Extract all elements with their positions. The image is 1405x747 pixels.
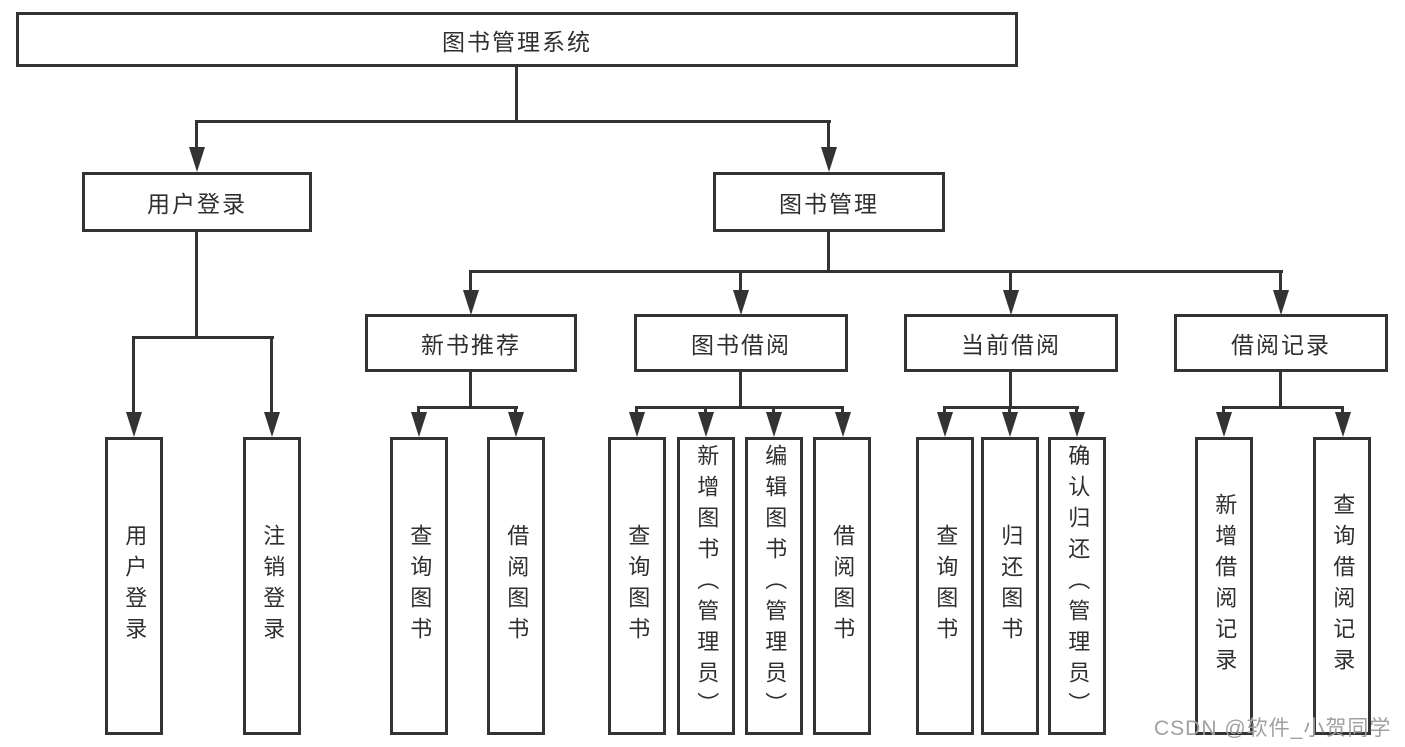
node-library-system: 图书管理系统 [16, 12, 1018, 67]
connector-to-book-mgmt-stub [827, 120, 830, 150]
connector-root-crossbar [195, 120, 831, 123]
node-book-borrow-label: 图书借阅 [691, 332, 791, 358]
connector-stub [514, 406, 517, 415]
node-user-login-label: 用户登录 [147, 191, 247, 217]
leaf-borrow-edit-admin-label: 编辑图书（管理员） [762, 444, 788, 723]
node-user-login: 用户登录 [82, 172, 312, 232]
connector-borrowrecords-stem [1279, 372, 1282, 409]
connector-bookborrow-stub [739, 270, 742, 292]
connector-newbooks-crossbar [417, 406, 518, 409]
connector-login-leaf2-stub [270, 336, 273, 413]
arrow-down-icon [1069, 412, 1085, 437]
connector-to-user-login-stub [195, 120, 198, 150]
connector-stub [1341, 406, 1344, 415]
node-new-book-recommend: 新书推荐 [365, 314, 577, 372]
connector-mgmt-stem [827, 232, 830, 270]
leaf-current-confirm-admin: 确认归还（管理员） [1048, 437, 1106, 735]
connector-currentborrow-crossbar [943, 406, 1079, 409]
csdn-watermark: CSDN @软件_小贺同学 [1154, 717, 1392, 740]
connector-newbooks-stub [469, 270, 472, 292]
connector-stub [704, 406, 707, 415]
arrow-down-icon [463, 290, 479, 315]
leaf-records-query-label: 查询借阅记录 [1330, 493, 1356, 679]
leaf-records-add-label: 新增借阅记录 [1212, 493, 1238, 679]
leaf-borrow-query: 查询图书 [608, 437, 666, 735]
leaf-current-return: 归还图书 [981, 437, 1039, 735]
leaf-user-login-label: 用户登录 [122, 524, 148, 648]
leaf-borrow-query-label: 查询图书 [625, 524, 651, 648]
leaf-user-login: 用户登录 [105, 437, 163, 735]
arrow-down-icon [1216, 412, 1232, 437]
connector-mgmt-crossbar [469, 270, 1283, 273]
node-library-system-label: 图书管理系统 [442, 28, 592, 55]
connector-bookborrow-stem [739, 372, 742, 409]
leaf-records-query: 查询借阅记录 [1313, 437, 1371, 735]
leaf-current-query: 查询图书 [916, 437, 974, 735]
connector-root-stem [515, 67, 518, 120]
node-borrow-records-label: 借阅记录 [1231, 332, 1331, 358]
leaf-borrow-edit-admin: 编辑图书（管理员） [745, 437, 803, 735]
connector-stub [772, 406, 775, 415]
connector-stub [417, 406, 420, 415]
connector-stub [1008, 406, 1011, 415]
connector-stub [943, 406, 946, 415]
node-new-book-recommend-label: 新书推荐 [421, 332, 521, 358]
connector-login-stem [195, 232, 198, 336]
leaf-borrow-borrow-label: 借阅图书 [830, 524, 856, 648]
leaf-records-add: 新增借阅记录 [1195, 437, 1253, 735]
connector-currentborrow-stub [1009, 270, 1012, 292]
leaf-newbooks-borrow-label: 借阅图书 [504, 524, 530, 648]
leaf-logout-label: 注销登录 [260, 524, 286, 648]
arrow-down-icon [1273, 290, 1289, 315]
connector-borrowrecords-stub [1279, 270, 1282, 292]
leaf-logout: 注销登录 [243, 437, 301, 735]
leaf-borrow-add-admin: 新增图书（管理员） [677, 437, 735, 735]
leaf-current-return-label: 归还图书 [998, 524, 1024, 648]
node-current-borrow-label: 当前借阅 [961, 332, 1061, 358]
connector-currentborrow-stem [1009, 372, 1012, 409]
node-book-management-label: 图书管理 [779, 191, 879, 217]
connector-login-leaf1-stub [132, 336, 135, 413]
connector-bookborrow-crossbar [635, 406, 844, 409]
leaf-borrow-borrow: 借阅图书 [813, 437, 871, 735]
node-current-borrow: 当前借阅 [904, 314, 1118, 372]
arrow-down-icon [821, 147, 837, 172]
leaf-newbooks-borrow: 借阅图书 [487, 437, 545, 735]
arrow-down-icon [189, 147, 205, 172]
connector-stub [1222, 406, 1225, 415]
leaf-current-query-label: 查询图书 [933, 524, 959, 648]
arrow-down-icon [411, 412, 427, 437]
arrow-down-icon [1335, 412, 1351, 437]
node-book-management: 图书管理 [713, 172, 945, 232]
arrow-down-icon [835, 412, 851, 437]
node-borrow-records: 借阅记录 [1174, 314, 1388, 372]
arrow-down-icon [126, 412, 142, 437]
arrow-down-icon [508, 412, 524, 437]
arrow-down-icon [937, 412, 953, 437]
arrow-down-icon [1003, 290, 1019, 315]
leaf-borrow-add-admin-label: 新增图书（管理员） [694, 444, 720, 723]
connector-newbooks-stem [469, 372, 472, 409]
leaf-newbooks-query-label: 查询图书 [407, 524, 433, 648]
arrow-down-icon [766, 412, 782, 437]
node-book-borrow: 图书借阅 [634, 314, 848, 372]
leaf-current-confirm-admin-label: 确认归还（管理员） [1065, 444, 1091, 723]
connector-stub [841, 406, 844, 415]
arrow-down-icon [733, 290, 749, 315]
connector-stub [1075, 406, 1078, 415]
connector-borrowrecords-crossbar [1222, 406, 1344, 409]
arrow-down-icon [1002, 412, 1018, 437]
connector-login-crossbar [132, 336, 274, 339]
arrow-down-icon [698, 412, 714, 437]
leaf-newbooks-query: 查询图书 [390, 437, 448, 735]
arrow-down-icon [264, 412, 280, 437]
connector-stub [635, 406, 638, 415]
arrow-down-icon [629, 412, 645, 437]
